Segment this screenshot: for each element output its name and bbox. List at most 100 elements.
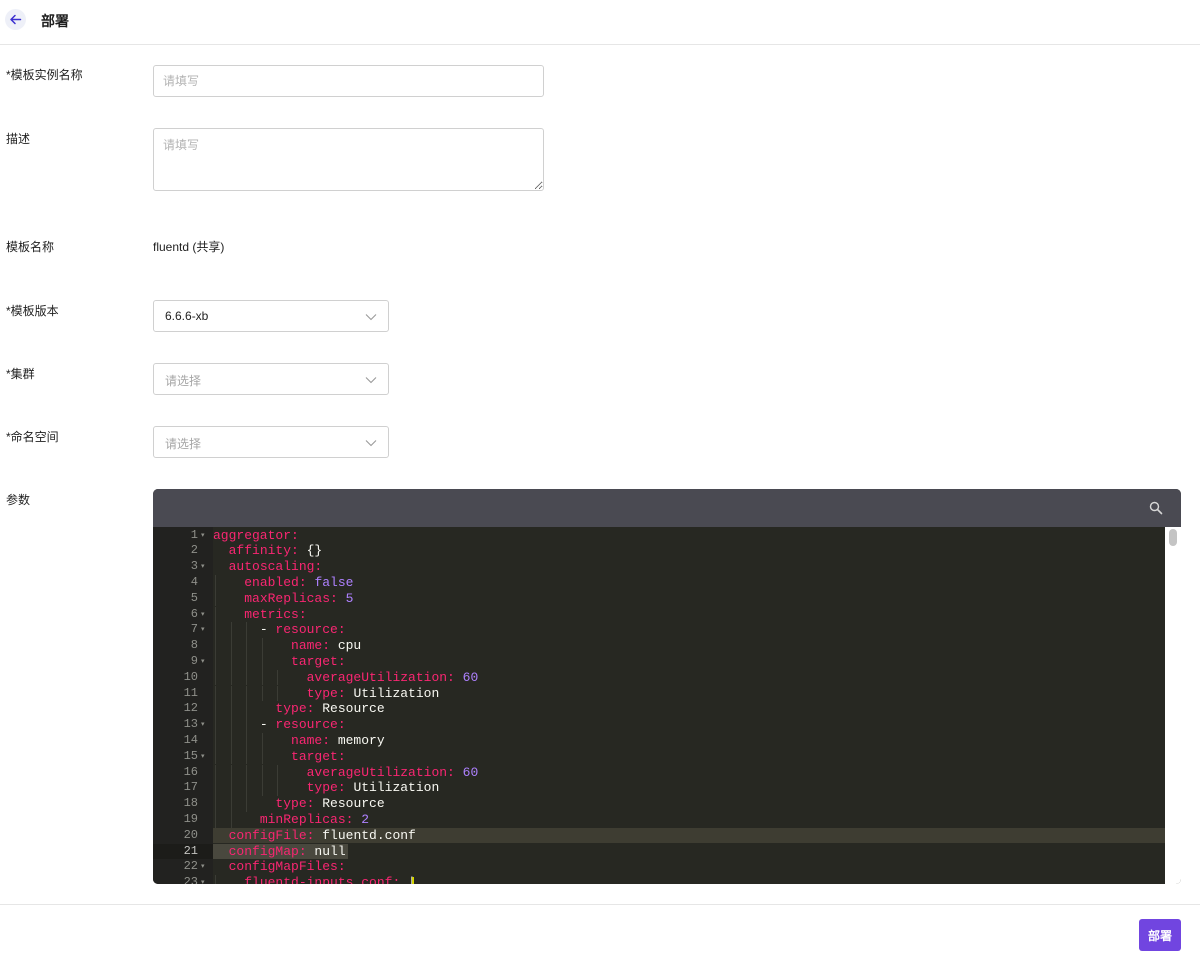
- yaml-value: null: [306, 843, 346, 859]
- indent-guide: [261, 685, 263, 702]
- indent-guide: [230, 732, 232, 749]
- indent-guide: [215, 638, 216, 654]
- indent-guide: [230, 796, 232, 812]
- namespace-placeholder: 请选择: [165, 437, 202, 451]
- indent-guide: [246, 701, 248, 718]
- yaml-key: configMapFiles:: [228, 859, 346, 875]
- indent-guide: [277, 685, 279, 702]
- code-line: autoscaling:: [213, 559, 1165, 575]
- code-line: aggregator:: [213, 528, 1165, 544]
- fold-toggle-icon[interactable]: ▾: [201, 657, 205, 665]
- fold-toggle-icon[interactable]: ▾: [201, 863, 205, 871]
- indent-guide: [261, 748, 263, 765]
- scrollbar-thumb[interactable]: [1169, 529, 1177, 546]
- fold-toggle-icon[interactable]: ▾: [201, 531, 205, 539]
- text-selection: [213, 843, 348, 860]
- code-line: type: Resource: [213, 701, 1165, 717]
- fold-toggle-icon[interactable]: ▾: [201, 610, 205, 618]
- line-number: 16: [183, 764, 198, 779]
- indent-guide: [230, 669, 232, 686]
- line-number: 22: [183, 859, 198, 874]
- editor-scrollbar[interactable]: [1165, 527, 1181, 884]
- fold-toggle-icon[interactable]: ▾: [201, 879, 205, 884]
- code-line: name: memory: [213, 733, 1165, 749]
- line-number: 12: [183, 701, 198, 716]
- code-line: enabled: false: [213, 575, 1165, 591]
- line-number: 6: [190, 606, 198, 621]
- indent-guide: [246, 669, 248, 686]
- indent-guide: [246, 796, 248, 812]
- yaml-value: 2: [353, 811, 370, 827]
- deploy-button[interactable]: 部署: [1139, 919, 1181, 951]
- cluster-label: *集群: [6, 367, 35, 381]
- indent-guide: [215, 732, 216, 749]
- yaml-value: 5: [337, 590, 354, 606]
- yaml-key: minReplicas:: [259, 811, 354, 827]
- cluster-select[interactable]: 请选择: [153, 363, 389, 395]
- indent-guide: [261, 669, 263, 686]
- search-icon[interactable]: [1149, 501, 1163, 515]
- namespace-label: *命名空间: [6, 430, 59, 444]
- yaml-value: Resource: [314, 701, 385, 717]
- indent-guide: [230, 685, 232, 702]
- fold-toggle-icon[interactable]: ▾: [201, 752, 205, 760]
- fold-toggle-icon[interactable]: ▾: [201, 563, 205, 571]
- indent-guide: [261, 780, 263, 797]
- fold-toggle-icon[interactable]: ▾: [201, 626, 205, 634]
- indent-guide: [261, 653, 263, 670]
- indent-guide: [215, 622, 216, 639]
- yaml-value: fluentd.conf: [314, 827, 416, 843]
- line-number: 3: [190, 559, 198, 574]
- code-line: averageUtilization: 60: [213, 670, 1165, 686]
- line-number: 10: [183, 669, 198, 684]
- template-name-value: fluentd (共享): [153, 240, 225, 254]
- fold-toggle-icon[interactable]: ▾: [201, 721, 205, 729]
- yaml-key: resource:: [275, 717, 346, 733]
- yaml-value: 60: [454, 764, 479, 780]
- yaml-key: enabled:: [244, 574, 307, 590]
- indent-guide: [215, 748, 216, 765]
- indent-guide: [246, 638, 248, 654]
- description-textarea[interactable]: [153, 128, 544, 191]
- line-number: 19: [183, 811, 198, 826]
- line-number: 9: [190, 653, 198, 668]
- namespace-select[interactable]: 请选择: [153, 426, 389, 458]
- chevron-down-icon: [365, 440, 377, 447]
- template-version-select[interactable]: 6.6.6-xb: [153, 300, 389, 332]
- indent-guide: [246, 622, 248, 639]
- indent-guide: [230, 638, 232, 654]
- line-number: 17: [183, 780, 198, 795]
- indent-guide: [230, 622, 232, 639]
- template-version-value: 6.6.6-xb: [165, 309, 209, 323]
- instance-name-input[interactable]: [153, 65, 544, 97]
- line-number: 7: [190, 622, 198, 637]
- line-number: 18: [183, 796, 198, 811]
- yaml-value: false: [306, 574, 354, 590]
- yaml-value: {}: [298, 543, 323, 559]
- yaml-key: name:: [291, 732, 331, 748]
- back-button[interactable]: [5, 9, 26, 30]
- line-number: 13: [183, 717, 198, 732]
- chevron-down-icon: [365, 377, 377, 384]
- code-line: affinity: {}: [213, 543, 1165, 559]
- code-line: configMapFiles:: [213, 859, 1165, 875]
- instance-name-label: *模板实例名称: [6, 68, 83, 82]
- indent-guide: [277, 780, 279, 797]
- code-line: fluentd-inputs.conf: |: [213, 875, 1165, 884]
- line-number: 5: [190, 590, 198, 605]
- template-version-label: *模板版本: [6, 304, 59, 318]
- indent-guide: [261, 732, 263, 749]
- yaml-key: resource:: [275, 622, 346, 638]
- yaml-key: type:: [306, 780, 346, 796]
- page-title: 部署: [41, 13, 69, 29]
- indent-guide: [215, 606, 216, 623]
- indent-guide: [230, 780, 232, 797]
- indent-guide: [246, 685, 248, 702]
- code-area[interactable]: aggregator: affinity: {} autoscaling: en…: [213, 527, 1165, 884]
- code-line: averageUtilization: 60: [213, 765, 1165, 781]
- line-number: 11: [183, 685, 198, 700]
- line-number: 14: [183, 732, 198, 747]
- indent-guide: [230, 811, 232, 828]
